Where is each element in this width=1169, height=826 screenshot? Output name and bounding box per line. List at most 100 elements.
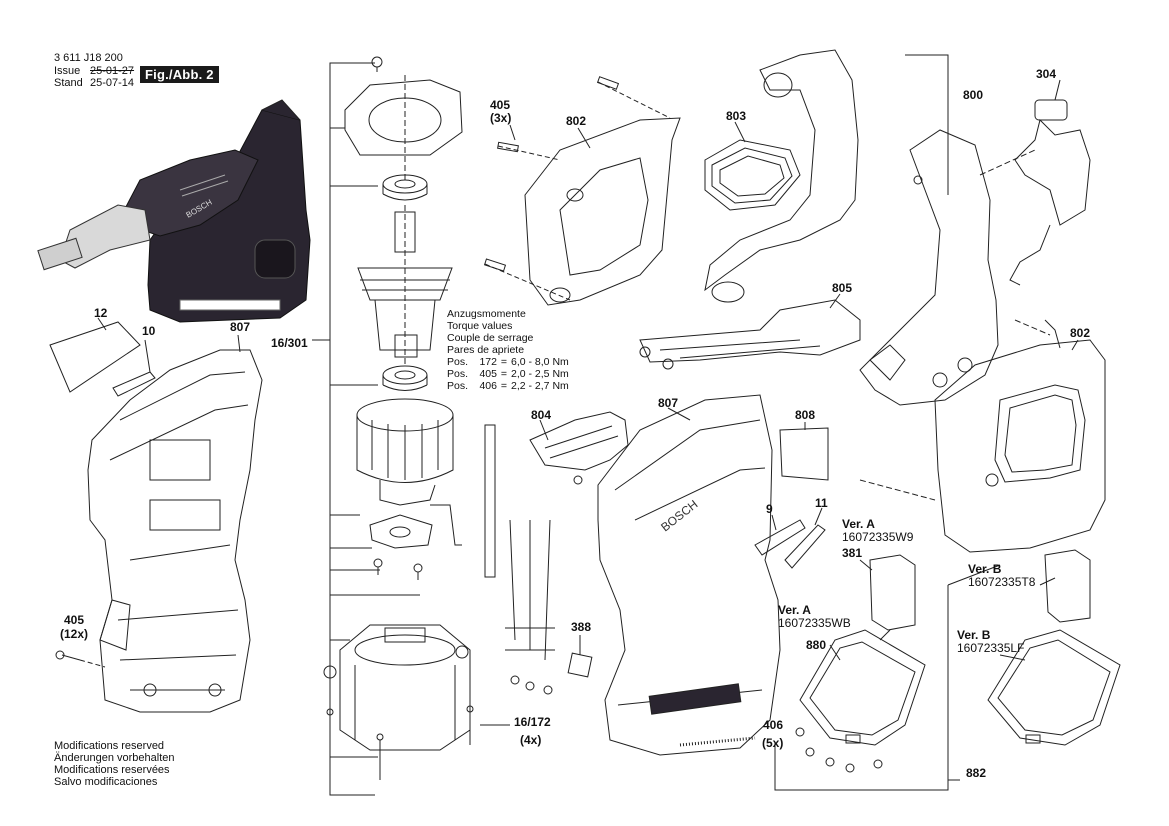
screw-405-left bbox=[55, 650, 106, 668]
torque-title-en: Torque values bbox=[447, 320, 513, 332]
torque-row: Pos. 406=2,2 - 2,7 Nm bbox=[447, 380, 569, 392]
label-807-right: 807 bbox=[658, 396, 679, 410]
cover-lf bbox=[987, 629, 1121, 746]
handle-800 bbox=[859, 129, 999, 406]
motor-housing bbox=[323, 624, 471, 751]
variant-a2-label: Ver. A bbox=[778, 603, 811, 617]
label-16-172-qty: (4x) bbox=[520, 733, 542, 747]
label-804: 804 bbox=[531, 408, 552, 422]
torque-row: Pos. 405=2,0 - 2,5 Nm bbox=[447, 368, 569, 380]
frame-802-right bbox=[934, 319, 1106, 553]
battery-381 bbox=[869, 554, 916, 641]
part-388 bbox=[567, 652, 593, 678]
torque-part: 406 bbox=[479, 380, 497, 392]
label-388: 388 bbox=[571, 620, 592, 634]
label-882: 882 bbox=[966, 766, 987, 780]
label-405-top-qty: (3x) bbox=[490, 111, 512, 125]
torque-value: 2,0 - 2,5 Nm bbox=[511, 368, 569, 380]
part-12-label-sheet bbox=[49, 321, 141, 393]
footer-notes: Modifications reserved Änderungen vorbeh… bbox=[54, 740, 174, 788]
ribbon-cable bbox=[484, 424, 496, 578]
torque-row: Pos. 172=6,0 - 8,0 Nm bbox=[447, 356, 569, 368]
torque-pos: Pos. bbox=[447, 368, 469, 380]
stand-label: Stand bbox=[54, 77, 83, 89]
torque-pos: Pos. bbox=[447, 356, 469, 368]
label-405-top: 405 bbox=[490, 98, 511, 112]
doc-number: 3 611 J18 200 bbox=[54, 52, 123, 64]
label-9: 9 bbox=[766, 502, 773, 516]
stand-date: 25-07-14 bbox=[90, 77, 135, 89]
variant-a1-label: Ver. A bbox=[842, 517, 875, 531]
variant-a1-code: 16072335W9 bbox=[842, 530, 914, 544]
label-807-left: 807 bbox=[230, 320, 251, 334]
housing-bosch-logo: BOSCH bbox=[658, 497, 700, 534]
seal-803 bbox=[704, 139, 801, 211]
label-808: 808 bbox=[795, 408, 816, 422]
label-381: 381 bbox=[842, 546, 863, 560]
battery-t8 bbox=[1044, 549, 1091, 623]
label-406: 406 bbox=[763, 718, 784, 732]
brush-plate bbox=[369, 504, 462, 549]
variant-b1-code: 16072335T8 bbox=[968, 575, 1036, 589]
switch-304 bbox=[1009, 99, 1091, 286]
handle-frame bbox=[704, 49, 859, 303]
label-11: 11 bbox=[815, 496, 828, 510]
part-9 bbox=[754, 519, 806, 556]
housing-half-left bbox=[87, 349, 263, 713]
footer-line-es: Salvo modificaciones bbox=[54, 776, 158, 788]
variant-a2-code: 16072335WB bbox=[778, 616, 851, 630]
part-808 bbox=[779, 427, 829, 481]
torque-pos: Pos. bbox=[447, 380, 469, 392]
screws-172 bbox=[326, 705, 510, 780]
torque-part: 405 bbox=[479, 368, 497, 380]
label-802-left: 802 bbox=[566, 114, 587, 128]
variant-b2-code: 16072335LF bbox=[957, 641, 1025, 655]
issue-date: 25-01-27 bbox=[90, 65, 135, 77]
ball-bearing-top bbox=[382, 174, 428, 201]
variant-b2-label: Ver. B bbox=[957, 628, 991, 642]
rotary-hammer-illustration bbox=[37, 99, 311, 323]
screws-405-top bbox=[483, 76, 671, 301]
label-800: 800 bbox=[963, 88, 984, 102]
footer-line-en: Modifications reserved bbox=[54, 740, 165, 752]
torque-part: 172 bbox=[479, 356, 497, 368]
label-805: 805 bbox=[832, 281, 853, 295]
variant-b1-label: Ver. B bbox=[968, 562, 1002, 576]
bearing-flange bbox=[344, 75, 463, 182]
label-802-right: 802 bbox=[1070, 326, 1091, 340]
label-16-301: 16/301 bbox=[271, 336, 308, 350]
issue-label: Issue bbox=[54, 65, 81, 77]
torque-title-fr: Couple de serrage bbox=[447, 332, 534, 344]
connector-plate-805 bbox=[639, 299, 861, 370]
torque-values-table: Anzugsmomente Torque values Couple de se… bbox=[447, 308, 569, 392]
torque-eq: = bbox=[500, 356, 508, 368]
torque-title-es: Pares de apriete bbox=[447, 344, 525, 356]
footer-line-fr: Modifications reservées bbox=[54, 764, 170, 776]
armature bbox=[357, 205, 453, 365]
torque-eq: = bbox=[500, 368, 508, 380]
label-10: 10 bbox=[142, 324, 156, 338]
ball-bearing-bottom bbox=[382, 365, 428, 391]
label-12: 12 bbox=[94, 306, 108, 320]
torque-value: 6,0 - 8,0 Nm bbox=[511, 356, 569, 368]
label-803: 803 bbox=[726, 109, 747, 123]
cover-880 bbox=[799, 629, 926, 746]
torque-title-de: Anzugsmomente bbox=[447, 308, 526, 320]
connector-804 bbox=[529, 411, 629, 485]
label-16-172: 16/172 bbox=[514, 715, 551, 729]
stator bbox=[356, 398, 454, 506]
torque-value: 2,2 - 2,7 Nm bbox=[511, 380, 569, 392]
label-405-left-qty: (12x) bbox=[60, 627, 89, 641]
figure-label: Fig./Abb. 2 bbox=[140, 66, 219, 83]
part-11 bbox=[784, 524, 826, 569]
torque-eq: = bbox=[500, 380, 508, 392]
wire-harness bbox=[505, 519, 555, 695]
label-880: 880 bbox=[806, 638, 827, 652]
label-304: 304 bbox=[1036, 67, 1057, 81]
label-405-left: 405 bbox=[64, 613, 85, 627]
label-406-qty: (5x) bbox=[762, 736, 784, 750]
frame-802-left bbox=[524, 117, 681, 306]
footer-line-de: Änderungen vorbehalten bbox=[54, 752, 175, 764]
screws-406 bbox=[795, 727, 883, 773]
